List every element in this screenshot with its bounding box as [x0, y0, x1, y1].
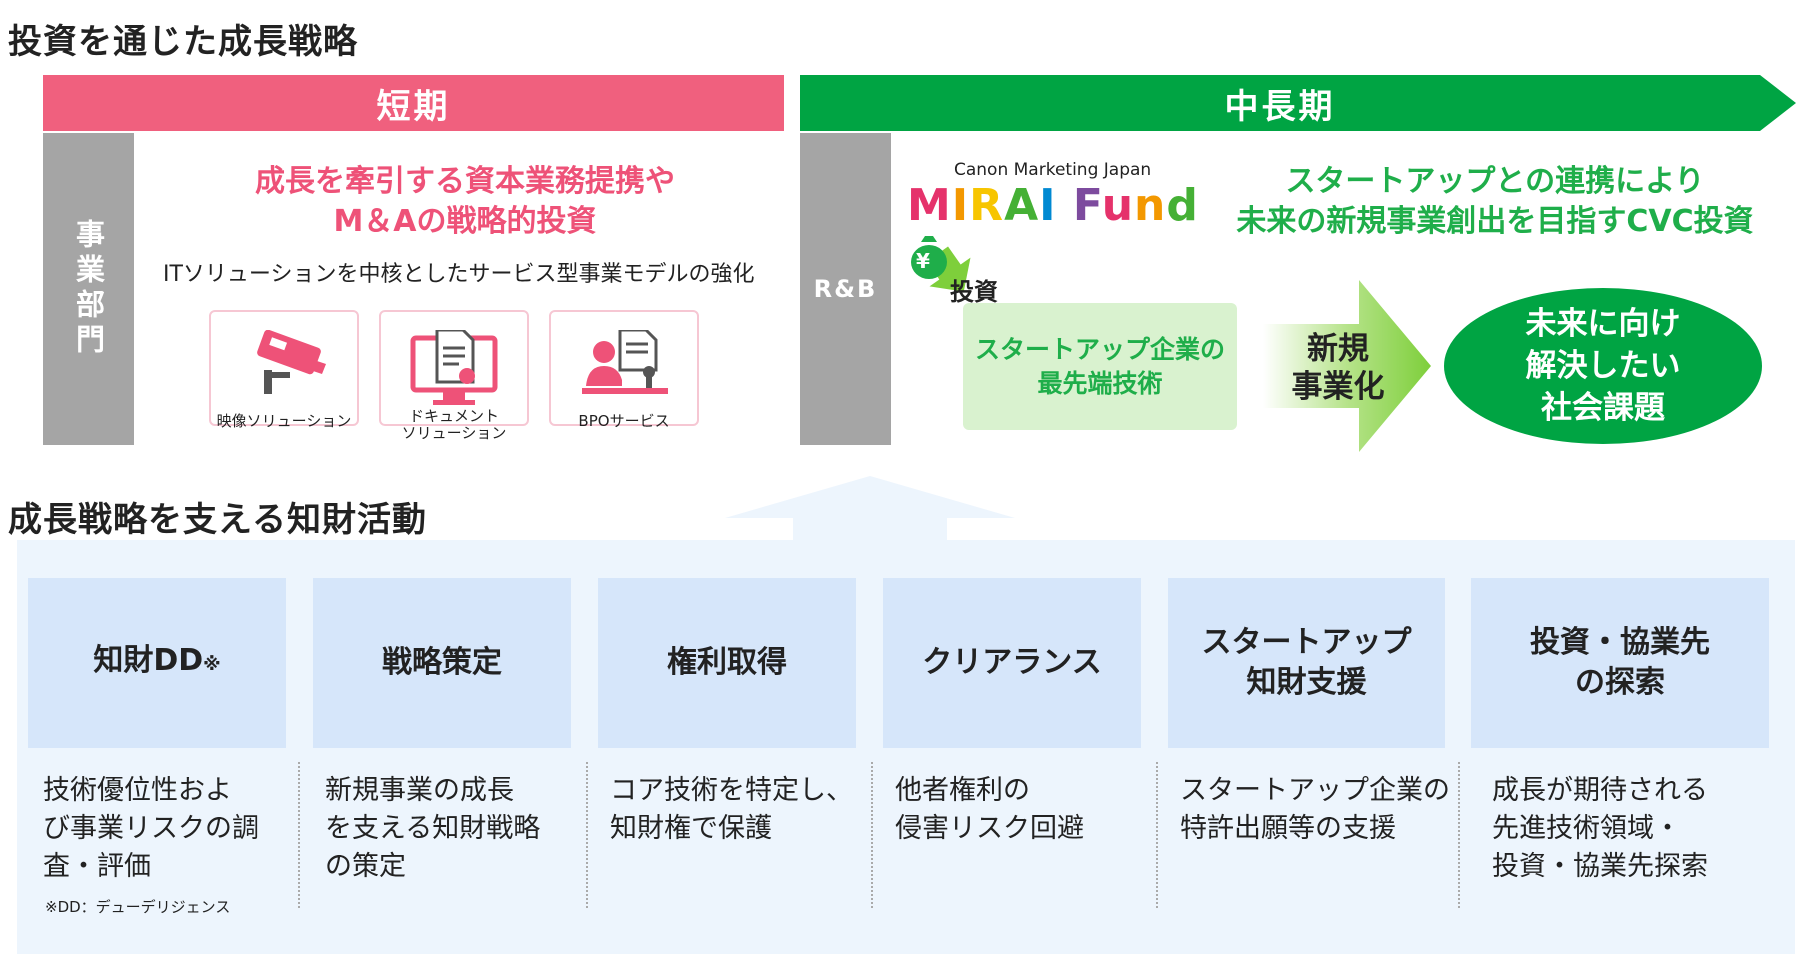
commercialization-line2: 事業化 — [1291, 369, 1385, 405]
bpo-icon — [582, 330, 668, 394]
activity-clearance-desc: 他者権利の 侵害リスク回避 — [895, 775, 1084, 844]
separator — [1458, 762, 1460, 908]
footnote: ※DD：デューデリジェンス — [45, 898, 231, 916]
startup-tech-line1: スタートアップ企業の — [974, 334, 1225, 364]
mid-long-term-headline: スタートアップとの連携により 未来の新規事業創出を目指すCVC投資 — [1195, 162, 1795, 242]
fund-logo-letter: I — [951, 180, 970, 231]
startup-tech-line2: 最先端技術 — [1037, 368, 1163, 398]
social-issues-line2: 解決したい — [1525, 348, 1681, 384]
service-video — [209, 310, 359, 426]
activity-strategy-desc: 新規事業の成長 を支える知財戦略 の策定 — [325, 775, 541, 882]
invest-label: 投資 — [950, 278, 998, 306]
fund-logo-letter: I — [1039, 180, 1057, 231]
short-term-banner-label: 短期 — [376, 86, 451, 127]
separator — [586, 762, 588, 908]
fund-logo-letter: F — [1072, 180, 1102, 231]
service-bpo-label: BPOサービス — [578, 412, 670, 430]
social-issues-line1: 未来に向け — [1525, 306, 1681, 342]
mid-long-term-headline-line1: スタートアップとの連携により — [1285, 164, 1705, 199]
fund-logo-letter: A — [1004, 180, 1040, 231]
fund-logo-letter: M — [907, 180, 952, 231]
fund-logo-letter — [1057, 180, 1073, 231]
service-video-label: 映像ソリューション — [216, 412, 352, 430]
activity-ip-dd: 知財DD※ — [28, 578, 286, 748]
rnb-text: R&B — [813, 275, 878, 303]
commercialization-arrow — [1263, 280, 1431, 452]
startup-tech-box: スタートアップ企業の 最先端技術 — [963, 303, 1237, 430]
short-term-headline-line2: M＆Aの戦略的投資 — [333, 204, 597, 239]
social-issues-line3: 社会課題 — [1541, 390, 1665, 426]
separator — [298, 762, 300, 908]
rnb-label: R&B — [800, 133, 891, 445]
activity-strategy: 戦略策定 — [313, 578, 571, 748]
short-term-headline: 成長を牽引する資本業務提携や M＆Aの戦略的投資 — [150, 162, 780, 242]
fund-logo-letter: R — [969, 180, 1005, 231]
activity-rights: 権利取得 — [598, 578, 856, 748]
business-division-label: 事業部門 — [43, 133, 134, 445]
activity-startup-support-desc: スタートアップ企業の 特許出願等の支援 — [1180, 775, 1450, 844]
support-up-arrow — [725, 476, 1015, 544]
ip-activities-title: 成長戦略を支える知財活動 — [8, 500, 427, 540]
service-bpo — [549, 310, 699, 426]
activity-clearance: クリアランス — [883, 578, 1141, 748]
fund-logo: MIRAI Fund — [907, 184, 1199, 228]
fund-logo-text: MIRAI Fund — [907, 180, 1199, 231]
mid-long-term-banner — [800, 75, 1796, 131]
commercialization-label: 新規 事業化 — [1268, 330, 1408, 406]
business-division-text: 事業部門 — [71, 219, 106, 359]
money-bag-icon — [911, 236, 971, 292]
activity-rights-desc: コア技術を特定し、 知財権で保護 — [610, 775, 853, 844]
activity-partner-search: 投資・協業先 の探索 — [1471, 578, 1769, 748]
page-title: 投資を通じた成長戦略 — [8, 22, 358, 62]
activity-ip-dd-title: 知財DD — [93, 643, 204, 678]
service-document — [379, 310, 529, 426]
activity-ip-dd-suffix: ※ — [203, 654, 221, 675]
document-icon — [410, 330, 498, 405]
camera-icon — [257, 330, 326, 394]
commercialization-line1: 新規 — [1307, 331, 1369, 367]
short-term-subtext: ITソリューションを中核としたサービス型事業モデルの強化 — [163, 262, 755, 287]
service-document-label: ドキュメント ソリューション — [401, 407, 507, 442]
mid-long-term-headline-line2: 未来の新規事業創出を目指すCVC投資 — [1236, 204, 1754, 239]
short-term-headline-line1: 成長を牽引する資本業務提携や — [255, 164, 675, 199]
short-term-banner: 短期 — [43, 75, 784, 131]
fund-logo-letter: u — [1101, 180, 1135, 231]
fund-logo-letter: d — [1166, 180, 1199, 231]
mid-long-term-banner-label: 中長期 — [1224, 86, 1336, 127]
separator — [871, 762, 873, 908]
separator — [1156, 762, 1158, 908]
activity-startup-support: スタートアップ 知財支援 — [1168, 578, 1445, 748]
activity-ip-dd-desc: 技術優位性およ び事業リスクの調 査・評価 — [43, 775, 259, 882]
activity-partner-search-desc: 成長が期待される 先進技術領域・ 投資・協業先探索 — [1492, 775, 1708, 882]
fund-logo-letter: n — [1134, 180, 1167, 231]
fund-company: Canon Marketing Japan — [954, 160, 1152, 180]
social-issues-ellipse: 未来に向け 解決したい 社会課題 — [1444, 288, 1762, 444]
money-symbol: ¥ — [916, 249, 930, 273]
